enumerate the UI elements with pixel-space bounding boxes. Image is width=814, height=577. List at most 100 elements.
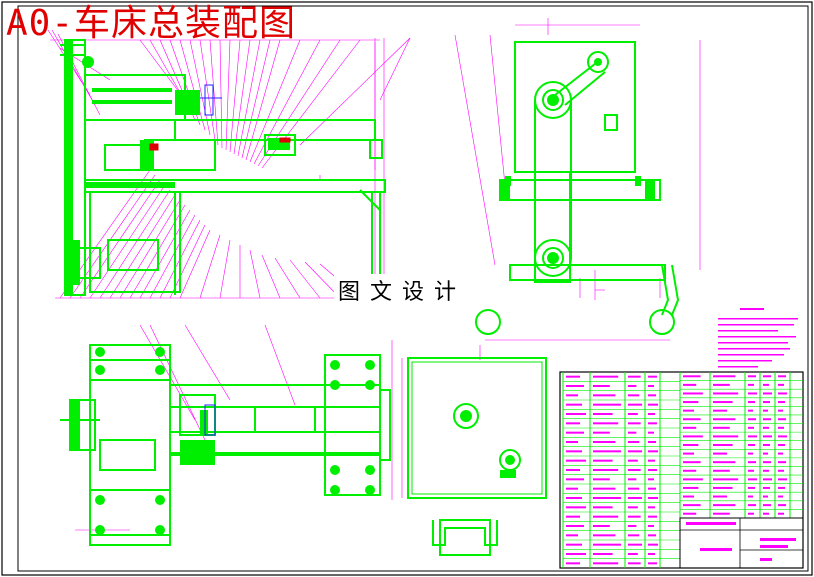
title-block-cell-text (566, 515, 580, 518)
title-block-cell-text (763, 435, 772, 438)
title-block-cell-text (648, 497, 658, 499)
title-block-cell-text (683, 435, 703, 438)
title-block-cell-text (713, 486, 733, 489)
title-block-cell-text (763, 504, 771, 507)
title-block-cell-text (566, 422, 580, 425)
title-block-cell-text (648, 394, 656, 397)
title-block-cell-text (628, 431, 637, 434)
title-block-cell-text (648, 459, 655, 462)
title-block-cell-text (763, 469, 769, 472)
title-block-cell-text (748, 504, 756, 507)
title-block-cell-text (713, 495, 727, 498)
title-block-cell-text (748, 409, 753, 412)
title-block-cell-text (648, 525, 654, 527)
title-block-cell-text (628, 441, 640, 443)
title-block-cell-text (683, 418, 701, 421)
title-block-cell-text (566, 497, 582, 499)
title-block-cell-text (763, 461, 771, 464)
title-block-cell-text (713, 452, 727, 455)
title-block-cell-text (778, 478, 787, 481)
title-block-cell-text (683, 452, 694, 455)
title-block-cell-text (778, 469, 784, 472)
title-block-cell-text (763, 444, 770, 446)
title-block (559, 371, 804, 569)
title-block-cell-text (763, 383, 769, 386)
title-block-cell-text (713, 478, 739, 481)
title-block-cell-text (628, 478, 637, 481)
plan-view-bottom-left (60, 324, 393, 546)
title-block-cell-text (748, 469, 754, 472)
title-block-cell-text (763, 401, 770, 404)
title-block-cell-text (778, 418, 786, 421)
title-block-cell-text (778, 512, 784, 515)
title-block-cell-text (778, 383, 784, 386)
title-block-cell-text (748, 495, 753, 498)
title-block-cell-text (648, 478, 654, 481)
title-block-cell-text (748, 401, 755, 404)
title-block-cell-text (593, 487, 616, 490)
title-block-cell-text (778, 452, 783, 455)
title-block-cell-text (713, 469, 730, 472)
title-block-cell-text (778, 486, 785, 489)
title-block-cell-text (628, 534, 640, 537)
title-block-cell-text (748, 444, 755, 446)
title-block-cell-text (763, 409, 768, 412)
title-block-cell-text (648, 553, 655, 555)
title-block-cell-text (763, 426, 769, 429)
title-block-cell-text (566, 394, 578, 397)
title-block-cell-text (593, 543, 621, 546)
title-block-cell-text (593, 553, 613, 555)
title-block-cell-text (748, 392, 757, 395)
title-block-cell-text (748, 418, 756, 421)
title-block-cell-text (748, 435, 757, 438)
title-block-cell-text (748, 426, 754, 429)
section-view-top-left (47, 29, 411, 300)
title-block-cell-text (683, 426, 697, 429)
title-block-cell-text (593, 562, 619, 565)
title-block-cell-text (778, 495, 783, 498)
title-block-cell-text (593, 450, 621, 453)
title-block-cell-text (566, 543, 582, 546)
title-block-cell-text (593, 394, 616, 397)
title-block-cell-text (648, 413, 655, 415)
title-block-cell-text (778, 444, 785, 446)
title-block-cell-text (566, 441, 578, 443)
title-block-cell-text (778, 504, 786, 507)
title-block-cell-text (748, 512, 754, 515)
title-block-cell-text (713, 426, 730, 429)
title-block-cell-text (763, 392, 772, 395)
title-block-cell-text (748, 461, 756, 464)
title-block-cell-text (566, 534, 578, 537)
title-block-cell-text (748, 375, 756, 378)
title-block-cell-text (648, 431, 654, 434)
title-block-cell-text (593, 506, 613, 509)
title-block-cell-text (683, 486, 699, 489)
title-block-cell-text (566, 478, 584, 481)
title-block-cell-text (778, 401, 785, 404)
title-block-cell-text (628, 469, 641, 471)
title-block-cell-text (683, 392, 703, 395)
title-block-cell-text (628, 553, 638, 555)
title-block-cell-text (748, 383, 754, 386)
title-block-cell-text (593, 534, 616, 537)
title-block-cell-text (648, 543, 658, 546)
title-block-cell-text (763, 375, 771, 378)
title-block-cell-text (713, 435, 739, 438)
title-block-cell-text (566, 487, 578, 490)
title-block-cell-text (713, 392, 739, 395)
title-block-cell-text (648, 506, 655, 509)
title-block-cell-text (628, 375, 641, 378)
title-block-cell-text (778, 461, 786, 464)
title-block-cell-text (778, 375, 786, 378)
title-block-cell-text (713, 512, 730, 515)
title-block-cell-text (648, 534, 656, 537)
title-block-cell-text (748, 452, 753, 455)
title-block-cell-text (683, 478, 703, 481)
title-block-cell-text (683, 512, 697, 515)
title-block-cell-text (683, 504, 701, 507)
title-block-cell-text (683, 401, 699, 404)
title-block-cell-text (566, 562, 580, 565)
title-block-cell-text (628, 394, 640, 397)
title-block-cell-text (713, 504, 736, 507)
